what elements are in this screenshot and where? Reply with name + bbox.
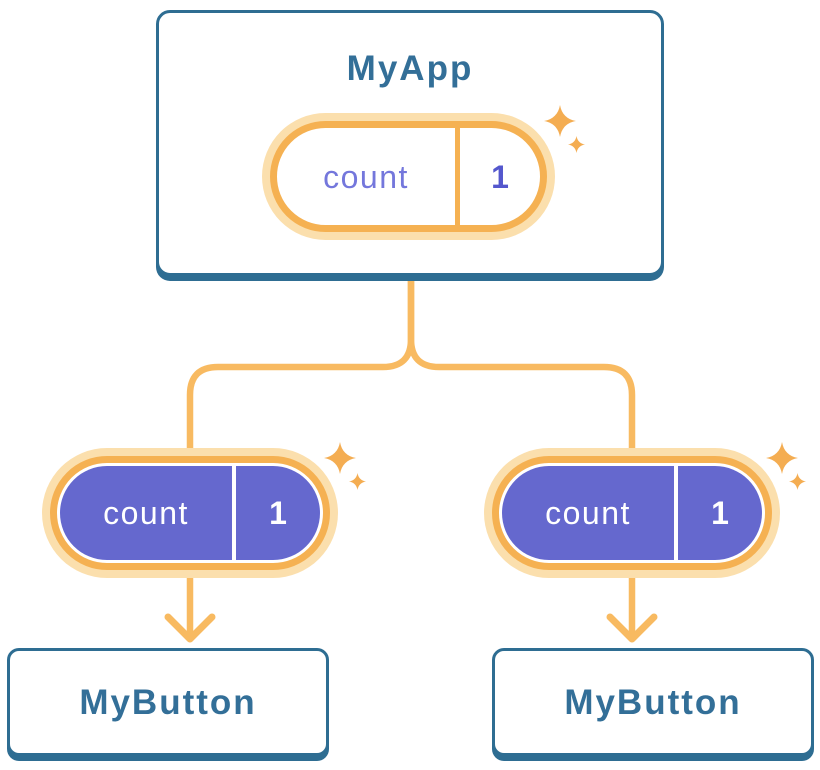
root-state-pill-inner: count 1 — [277, 128, 540, 225]
arrowhead-left-icon — [164, 613, 216, 643]
right-child-state-name: count — [545, 495, 631, 531]
left-child-state-name: count — [103, 495, 189, 531]
pill-divider — [674, 466, 678, 560]
arrowhead-right-icon — [606, 613, 658, 643]
left-child-pill-inner: count 1 — [60, 466, 320, 560]
root-state-pill: count 1 — [270, 121, 547, 232]
left-child-component-name: MyButton — [79, 682, 257, 722]
sparkle-icon — [568, 136, 585, 153]
sparkle-icon — [324, 442, 356, 474]
root-state-name: count — [323, 158, 409, 195]
right-child-state-value: 1 — [711, 495, 729, 531]
left-child-state-value: 1 — [269, 495, 287, 531]
left-child-state-pill: count 1 — [50, 456, 330, 570]
right-child-component-card: MyButton — [492, 648, 814, 756]
sparkle-icon — [544, 105, 576, 137]
pill-divider — [455, 128, 460, 225]
right-child-pill-inner: count 1 — [502, 466, 762, 560]
left-child-component-card: MyButton — [7, 648, 329, 756]
connector-right-branch — [407, 273, 636, 638]
pill-divider — [232, 466, 236, 560]
right-child-component-name: MyButton — [564, 682, 742, 722]
sparkle-icon — [766, 442, 798, 474]
sparkle-icon — [349, 473, 366, 490]
right-child-state-pill: count 1 — [492, 456, 772, 570]
root-state-value: 1 — [491, 158, 509, 195]
root-component-name: MyApp — [346, 49, 474, 88]
sparkle-icon — [789, 473, 806, 490]
